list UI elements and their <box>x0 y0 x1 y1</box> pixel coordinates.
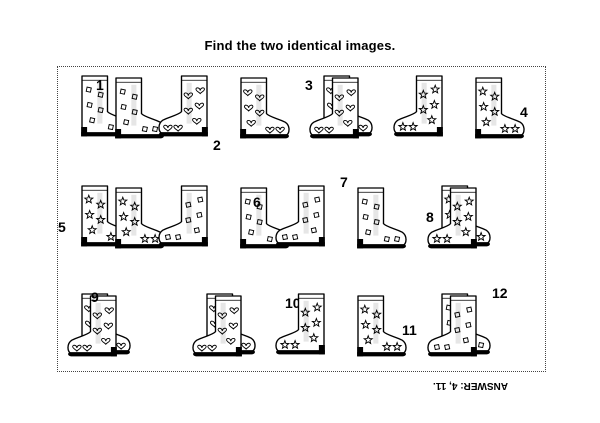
item-number: 8 <box>426 209 434 225</box>
item-number: 1 <box>96 77 104 93</box>
boot-pair-icon <box>275 185 407 249</box>
item-number: 5 <box>58 219 66 235</box>
boot-pair-icon <box>158 185 290 249</box>
item-number: 12 <box>492 285 508 301</box>
boot-pair-icon <box>81 185 165 249</box>
boot-pair-icon <box>275 293 407 357</box>
item-number: 7 <box>340 174 348 190</box>
boot-pair-item: 6 <box>158 185 290 249</box>
boot-pair-item: 4 <box>393 75 528 139</box>
boot-pair-item: 7 <box>275 174 407 249</box>
boot-pair-icon <box>393 75 525 139</box>
item-number: 10 <box>285 295 301 311</box>
boot-pair-icon <box>192 293 256 357</box>
boot-pair-item: 12 <box>427 285 508 357</box>
boot-pair-item: 2 <box>158 75 290 153</box>
item-number: 2 <box>213 137 221 153</box>
boot-pair-item: 9 <box>67 289 131 357</box>
boot-pair-icon <box>81 75 165 139</box>
boot-pair-icon <box>427 293 491 357</box>
puzzle-frame <box>57 66 546 372</box>
boot-pair-item: 3 <box>305 75 373 139</box>
answer-text: ANSWER: 4, 11. <box>433 380 509 391</box>
item-number: 11 <box>402 322 417 338</box>
boot-pair-icon <box>309 75 373 139</box>
boot-pair-item: 11 <box>275 293 417 357</box>
boot-pair-item: 5 <box>58 185 165 249</box>
boot-pair-item: 10 <box>192 293 301 357</box>
boot-pair-icon <box>67 293 131 357</box>
boot-pair-icon <box>427 185 491 249</box>
item-number: 4 <box>520 104 528 120</box>
boot-pair-item: 8 <box>426 185 491 249</box>
item-number: 6 <box>253 194 261 210</box>
boot-pair-icon <box>158 75 290 139</box>
boot-pair-item: 1 <box>81 75 165 139</box>
item-number: 3 <box>305 77 313 93</box>
item-number: 9 <box>91 289 99 305</box>
puzzle-title: Find the two identical images. <box>204 38 396 53</box>
